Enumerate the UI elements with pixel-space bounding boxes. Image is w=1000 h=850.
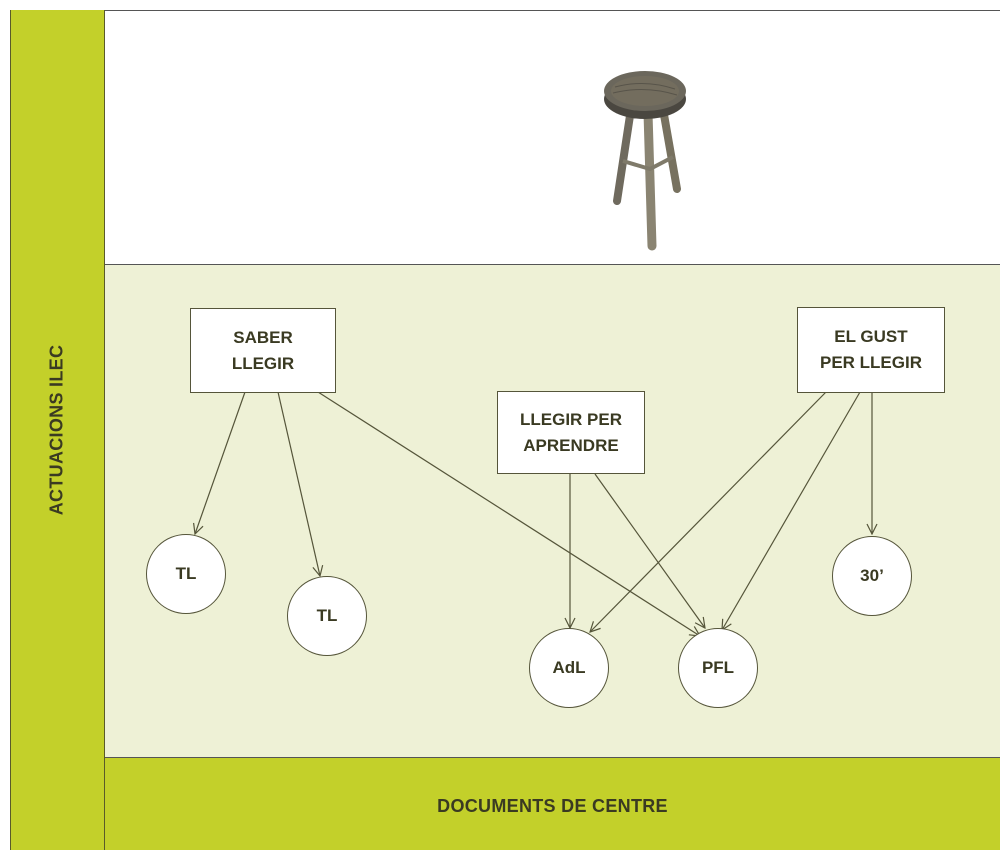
circle-adl: AdL xyxy=(529,628,609,708)
node-llegir-per-aprendre: LLEGIR PER APRENDRE xyxy=(497,391,645,474)
arrow-gust-pfl xyxy=(722,391,861,630)
circle-tl-1: TL xyxy=(146,534,226,614)
arrow-saber-pfl xyxy=(317,391,700,636)
arrow-saber-tl1 xyxy=(195,391,246,534)
circle-tl-2: TL xyxy=(287,576,367,656)
node-saber-llegir: SABER LLEGIR xyxy=(190,308,336,393)
arrow-aprendre-pfl xyxy=(594,473,705,628)
footer-band: DOCUMENTS DE CENTRE xyxy=(105,758,1000,850)
circle-pfl: PFL xyxy=(678,628,758,708)
footer-label: DOCUMENTS DE CENTRE xyxy=(437,796,668,816)
stool-image xyxy=(604,71,686,251)
node-el-gust-per-llegir: EL GUST PER LLEGIR xyxy=(797,307,945,393)
circle-30: 30’ xyxy=(832,536,912,616)
arrow-saber-tl2 xyxy=(277,391,320,576)
arrow-gust-adl xyxy=(590,391,827,632)
image-panel xyxy=(105,10,1000,264)
side-band xyxy=(10,10,105,850)
